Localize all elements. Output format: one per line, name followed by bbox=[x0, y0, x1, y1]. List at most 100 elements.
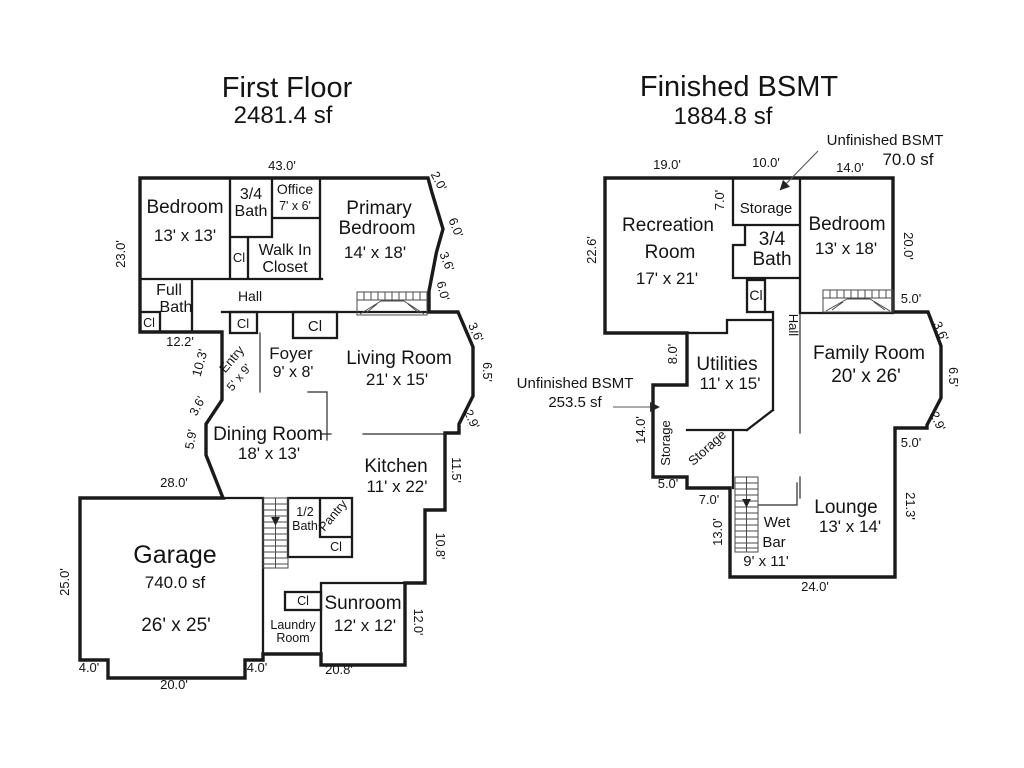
fireplace-icon-first-floor bbox=[356, 291, 428, 316]
dim-right-6-0a: 6.0' bbox=[446, 216, 466, 240]
room-office-name: Office bbox=[277, 181, 314, 197]
first-floor-plan: First Floor 2481.4 sf 43.0'2.0'6.0'3.6'6… bbox=[57, 72, 494, 692]
room-sunroom-dims: 12' x 12' bbox=[334, 616, 396, 635]
room-walkin-line1: Walk In bbox=[259, 242, 312, 259]
room-office-dims: 7' x 6' bbox=[279, 199, 311, 213]
basement-thin-partitions bbox=[757, 312, 801, 506]
dim-right-3-6a: 3.6' bbox=[437, 250, 457, 274]
dim-top-14-0: 14.0' bbox=[836, 160, 864, 175]
dim-bottom-7-0: 7.0' bbox=[699, 492, 720, 507]
dim-right-11-5: 11.5' bbox=[449, 457, 463, 483]
fireplace-icon-basement bbox=[822, 289, 894, 313]
dim-garage-20-0: 20.0' bbox=[160, 677, 188, 692]
basement-plan: Finished BSMT 1884.8 sf Unfinished BSMT … bbox=[517, 71, 960, 594]
closet-fullbath-cl: Cl bbox=[143, 316, 155, 330]
dim-right-10-8: 10.8' bbox=[433, 533, 447, 560]
room-lounge-dims: 13' x 14' bbox=[819, 517, 881, 536]
room-primary-line2: Bedroom bbox=[338, 218, 415, 239]
room-primary-dims: 14' x 18' bbox=[344, 243, 406, 262]
dim-right-5-0b: 5.0' bbox=[901, 435, 922, 450]
room-storage-top: Storage bbox=[740, 200, 793, 217]
room-garage-dims: 26' x 25' bbox=[141, 615, 211, 636]
dim-top-19-0: 19.0' bbox=[653, 157, 681, 172]
dim-right-5-0a: 5.0' bbox=[901, 291, 922, 306]
basement-hall-closet-box bbox=[745, 278, 767, 314]
room-living-dims: 21' x 15' bbox=[366, 370, 428, 389]
room-dining-name: Dining Room bbox=[213, 424, 323, 445]
room-family-dims: 20' x 26' bbox=[831, 366, 901, 387]
room-wetbar-line1: Wet bbox=[764, 514, 791, 531]
room-storage-diag: Storage bbox=[685, 427, 729, 469]
room-hall: Hall bbox=[786, 314, 801, 337]
closet-living-cl: Cl bbox=[308, 318, 322, 335]
dim-garage-25-0: 25.0' bbox=[57, 568, 72, 596]
first-floor-outer-wall bbox=[78, 176, 475, 680]
room-garage-name: Garage bbox=[133, 541, 216, 569]
room-bedroom-dims: 13' x 18' bbox=[815, 239, 877, 258]
room-recreation-line2: Room bbox=[645, 242, 696, 263]
room-lounge-name: Lounge bbox=[814, 497, 877, 518]
dim-left-8-0: 8.0' bbox=[665, 344, 680, 365]
callout-unfinished-left-area: 253.5 sf bbox=[548, 394, 602, 411]
room-utilities-dims: 11' x 15' bbox=[700, 374, 761, 393]
closet-hall-cl: Cl bbox=[749, 287, 762, 303]
dim-left-23-0: 23.0' bbox=[113, 240, 128, 268]
room-primary-line1: Primary bbox=[346, 198, 412, 219]
dim-top-width: 43.0' bbox=[268, 158, 296, 173]
callout-unfinished-left: Unfinished BSMT 253.5 sf bbox=[517, 375, 660, 412]
basement-title: Finished BSMT bbox=[640, 71, 839, 103]
stairs-icon-basement bbox=[734, 476, 759, 553]
dim-bottom-20-8: 20.8' bbox=[325, 662, 353, 677]
dim-right-6-0b: 6.0' bbox=[434, 280, 453, 303]
room-bath34-line1: 3/4 bbox=[759, 229, 786, 250]
room-living-name: Living Room bbox=[346, 348, 452, 369]
dim-right-20-0: 20.0' bbox=[901, 232, 916, 260]
closet-laundry-cl: Cl bbox=[297, 594, 309, 608]
room-storage-left: Storage bbox=[658, 420, 673, 466]
dim-right-3-6b: 3.6' bbox=[465, 320, 486, 344]
room-garage-area: 740.0 sf bbox=[145, 573, 206, 592]
dim-right-2-9: 2.9' bbox=[461, 407, 482, 431]
room-laundry-line1: Laundry bbox=[270, 618, 316, 632]
basement-outer-wall bbox=[603, 176, 943, 579]
room-dining-dims: 18' x 13' bbox=[238, 444, 300, 463]
dim-left-5-9: 5.9' bbox=[182, 428, 199, 450]
dim-garage-4-0-left: 4.0' bbox=[79, 660, 100, 675]
room-family-name: Family Room bbox=[813, 343, 925, 364]
stairs-icon-first-floor bbox=[262, 497, 289, 569]
first-floor-labels: 43.0'2.0'6.0'3.6'6.0'3.6'6.5'2.9'11.5'10… bbox=[57, 158, 494, 692]
dim-left-22-6: 22.6' bbox=[584, 236, 599, 264]
room-foyer-name: Foyer bbox=[269, 344, 313, 363]
callout-unfinished-left-label: Unfinished BSMT bbox=[517, 375, 634, 392]
closet-bath-cl: Cl bbox=[233, 250, 245, 265]
room-kitchen-name: Kitchen bbox=[364, 456, 427, 477]
dim-left-13-0: 13.0' bbox=[710, 518, 725, 546]
room-halfbath-line2: Bath bbox=[292, 519, 318, 533]
dim-right-3-6: 3.6' bbox=[930, 319, 951, 343]
closet-entry-cl: Cl bbox=[237, 316, 249, 331]
fullbath-closet-box bbox=[138, 310, 162, 334]
dim-garage-28-0: 28.0' bbox=[160, 475, 188, 490]
dim-left-10-3: 10.3' bbox=[189, 347, 211, 378]
dim-right-12-0: 12.0' bbox=[411, 609, 425, 636]
room-fullbath-line1: Full bbox=[156, 282, 182, 299]
room-recreation-line1: Recreation bbox=[622, 215, 714, 236]
room-halfbath-line1: 1/2 bbox=[296, 505, 313, 519]
callout-unfinished-top-area: 70.0 sf bbox=[882, 150, 933, 169]
living-closet-box bbox=[291, 310, 339, 340]
room-walkin-line2: Closet bbox=[262, 259, 308, 276]
room-bath34-line2: Bath bbox=[235, 203, 268, 220]
laundry-closet-box bbox=[283, 590, 323, 612]
room-bedroom-name: Bedroom bbox=[146, 197, 223, 218]
first-floor-closet-boxes bbox=[138, 310, 339, 612]
room-kitchen-dims: 11' x 22' bbox=[367, 477, 428, 496]
basement-labels: 19.0'10.0'14.0'7.0'22.6'20.0'5.0'3.6'6.5… bbox=[584, 155, 960, 594]
dim-right-2-9: 2.9' bbox=[927, 409, 948, 433]
room-bedroom-dims: 13' x 13' bbox=[154, 226, 216, 245]
callout-unfinished-top: Unfinished BSMT 70.0 sf bbox=[779, 132, 943, 191]
dim-top-10-0: 10.0' bbox=[752, 155, 780, 170]
room-bath34-line2: Bath bbox=[752, 249, 791, 270]
dim-right-21-3: 21.3' bbox=[903, 492, 918, 520]
